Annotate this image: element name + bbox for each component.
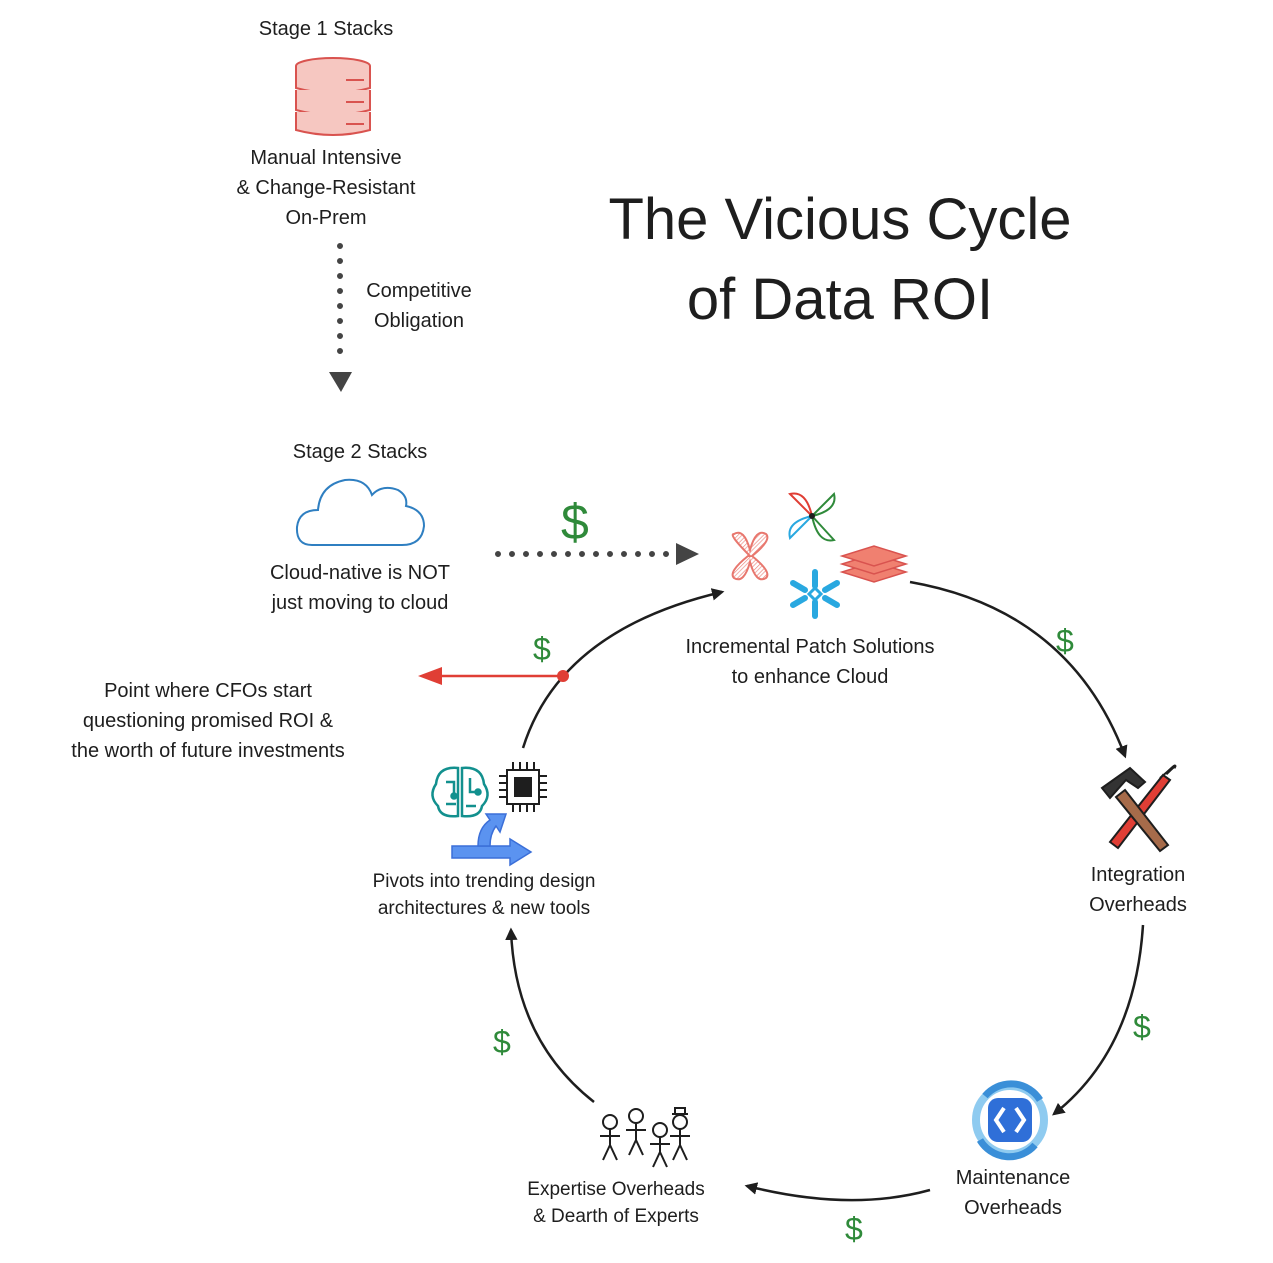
chip-icon [499, 762, 547, 812]
database-icon [295, 57, 371, 136]
arrow-integration-to-maintenance [1052, 924, 1145, 1116]
expertise-label: Expertise Overheads& Dearth of Experts [527, 1179, 705, 1227]
arrow-expertise-to-pivots [505, 927, 595, 1103]
cost-symbol-entry: $ [561, 494, 589, 550]
people-icon [600, 1107, 690, 1168]
arrow-pivots-to-patch [521, 588, 725, 749]
cost-symbol-pivots: $ [493, 1024, 511, 1060]
arrow-maintenance-to-expertise [744, 1182, 931, 1202]
hammer-screwdriver-icon [1100, 764, 1177, 853]
refresh-code-icon [972, 1080, 1048, 1161]
layers-icon [839, 545, 909, 583]
cfo-question-arrow [418, 667, 569, 685]
cloud-icon [295, 478, 426, 546]
snowflake-icon [790, 569, 840, 619]
pivot-arrow-icon [451, 813, 533, 867]
cost-symbol-integration: $ [1056, 623, 1074, 659]
stage2-heading: Stage 2 Stacks [292, 441, 428, 463]
stage2-to-cycle-arrow [495, 543, 699, 565]
stage1-heading: Stage 1 Stacks [258, 18, 394, 40]
arrow-patch-to-integration [909, 580, 1128, 759]
pinwheel-icon [788, 492, 836, 542]
cost-symbol-expertise: $ [845, 1211, 863, 1247]
cost-symbol-patch: $ [533, 631, 551, 667]
brain-circuit-icon [431, 766, 489, 818]
sparkle-x-icon [731, 531, 769, 581]
competitive-obligation-arrow [329, 243, 352, 392]
cost-symbol-maintenance: $ [1133, 1009, 1151, 1045]
